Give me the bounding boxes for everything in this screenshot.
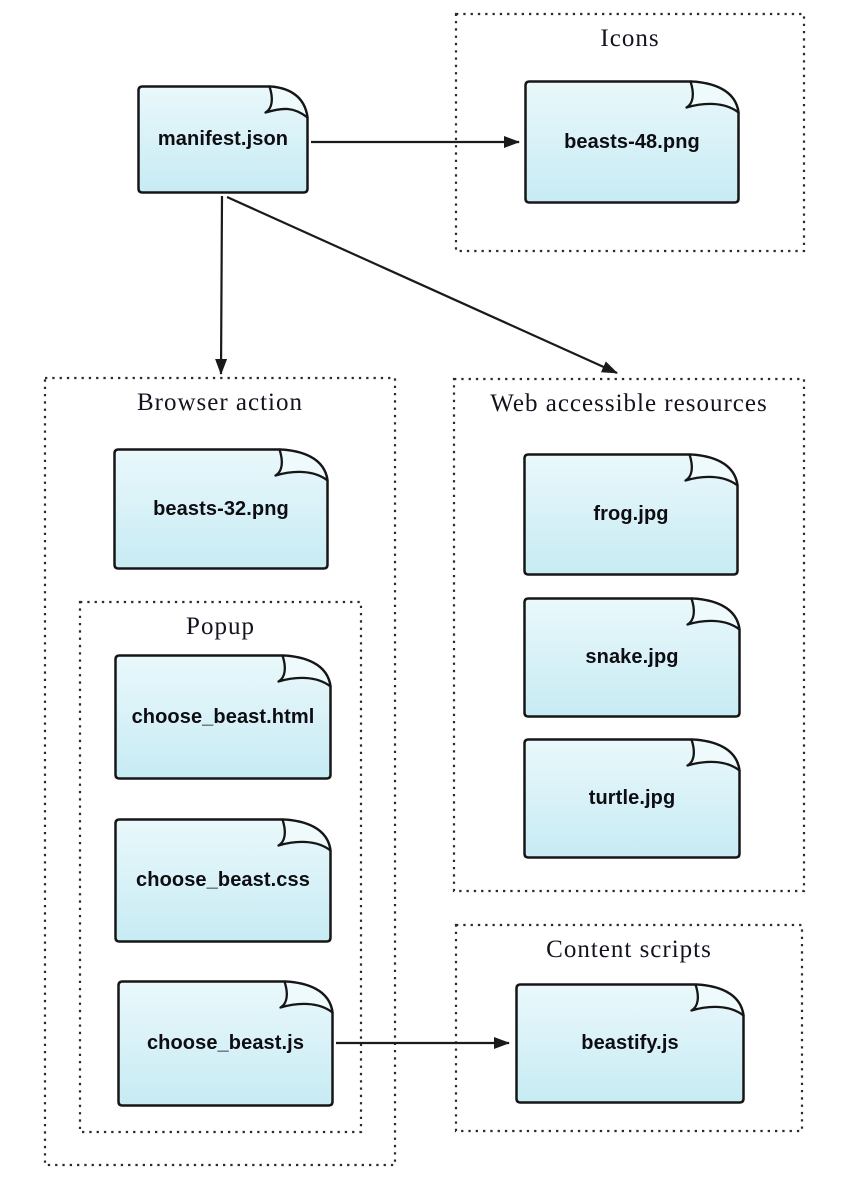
document-shape-icon <box>523 597 741 718</box>
arrow-manifest-to-browser-action <box>215 195 228 375</box>
folded-corner-icon <box>274 448 329 482</box>
file-node-label-manifest-json: manifest.json <box>157 128 289 150</box>
group-border-icons <box>454 12 806 253</box>
document-shape-icon <box>113 448 329 570</box>
file-node-label-choose-beast-js: choose_beast.js <box>146 1032 305 1054</box>
file-node-beasts-32-png: beasts-32.png <box>112 447 330 571</box>
group-title-web-accessible-resources: Web accessible resources <box>490 390 768 417</box>
document-shape-icon <box>117 980 334 1107</box>
file-node-label-choose-beast-html: choose_beast.html <box>131 705 315 728</box>
folded-corner-icon <box>690 983 745 1017</box>
group-border-content-scripts <box>454 923 804 1133</box>
file-node-beastify-js: beastify.js <box>514 982 746 1105</box>
file-node-choose-beast-css: choose_beast.css <box>113 817 333 944</box>
document-shape-icon <box>137 85 309 194</box>
folded-corner-icon <box>686 597 741 631</box>
file-node-choose-beast-html: choose_beast.html <box>113 653 333 781</box>
folded-corner-icon <box>264 85 309 119</box>
file-node-label-beasts-48-png: beasts-48.png <box>564 130 700 153</box>
folded-corner-icon <box>277 818 332 852</box>
file-node-manifest-json: manifest.json <box>136 84 310 195</box>
document-shape-icon <box>114 654 332 780</box>
file-node-frog-jpg: frog.jpg <box>522 452 740 577</box>
document-shape-icon <box>523 453 739 576</box>
document-shape-icon <box>523 738 741 859</box>
arrow-manifest-to-web-accessible <box>226 195 618 375</box>
file-node-beasts-48-png: beasts-48.png <box>523 79 741 205</box>
group-title-content-scripts: Content scripts <box>546 936 712 963</box>
folded-corner-icon <box>686 738 741 772</box>
folded-corner-icon <box>684 453 739 487</box>
file-node-label-beastify-js: beastify.js <box>581 1032 679 1054</box>
document-shape-icon <box>515 983 745 1104</box>
group-title-browser-action: Browser action <box>136 389 304 416</box>
file-node-label-turtle-jpg: turtle.jpg <box>588 787 676 809</box>
document-shape-icon <box>524 80 740 204</box>
group-border-popup <box>78 600 363 1134</box>
group-title-icons: Icons <box>600 25 660 52</box>
folded-corner-icon <box>279 980 334 1014</box>
group-title-popup: Popup <box>186 613 255 640</box>
document-shape-icon <box>114 818 332 943</box>
file-node-turtle-jpg: turtle.jpg <box>522 737 742 860</box>
file-node-label-choose-beast-css: choose_beast.css <box>136 869 310 891</box>
file-node-label-beasts-32-png: beasts-32.png <box>153 497 289 520</box>
file-node-choose-beast-js: choose_beast.js <box>116 979 335 1108</box>
file-node-label-snake-jpg: snake.jpg <box>585 646 679 668</box>
folded-corner-icon <box>685 80 740 114</box>
file-node-label-frog-jpg: frog.jpg <box>593 503 669 525</box>
file-node-snake-jpg: snake.jpg <box>522 596 742 719</box>
group-border-web-accessible-resources <box>452 377 806 893</box>
folded-corner-icon <box>277 654 332 688</box>
